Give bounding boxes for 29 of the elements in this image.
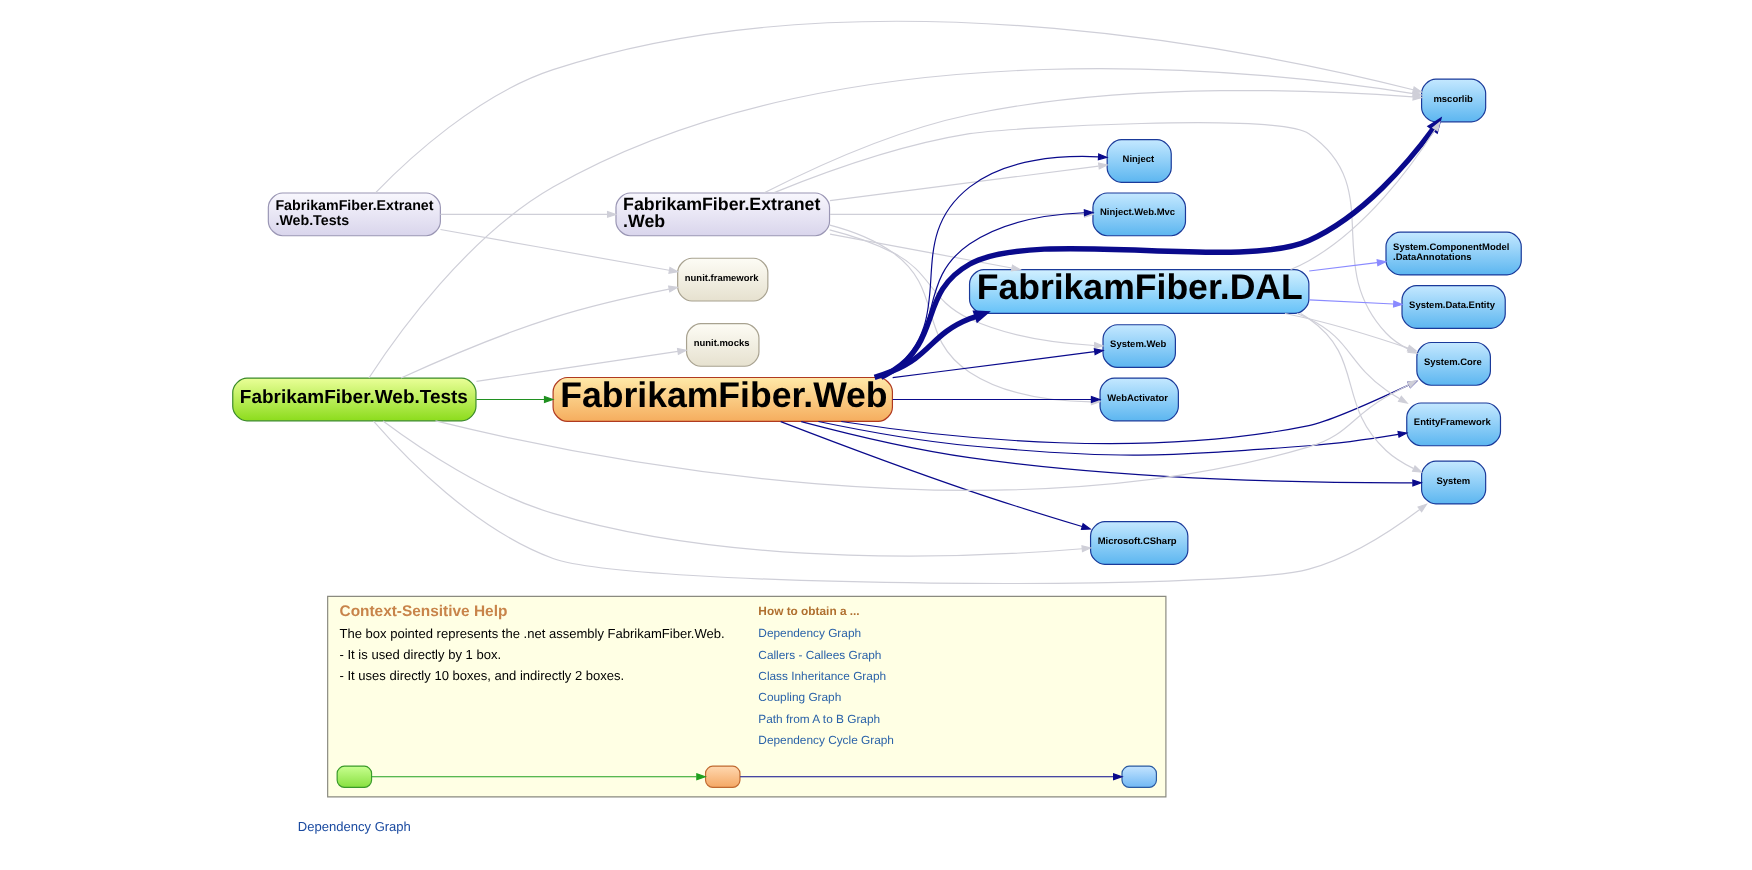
arrow bbox=[828, 229, 1104, 350]
arrow bbox=[828, 233, 1021, 272]
arrow bbox=[1295, 312, 1408, 404]
arrow bbox=[828, 162, 1108, 202]
node-box bbox=[1120, 765, 1156, 789]
arrow bbox=[1307, 299, 1403, 308]
node-box: FabrikamFiber.Extranet .Web bbox=[614, 192, 830, 237]
arrow bbox=[738, 773, 1123, 781]
arrow bbox=[872, 310, 990, 380]
node-box: FabrikamFiber.DAL bbox=[967, 268, 1309, 315]
arrow bbox=[438, 210, 617, 219]
arrow bbox=[438, 228, 679, 274]
arrow bbox=[799, 420, 1422, 487]
arrow bbox=[370, 773, 706, 781]
arrow bbox=[474, 395, 554, 404]
arrow bbox=[381, 420, 1092, 557]
arrow bbox=[891, 348, 1104, 379]
node-box bbox=[703, 765, 740, 789]
node-box: FabrikamFiber.Web bbox=[551, 376, 892, 422]
arrow bbox=[779, 421, 1091, 531]
arrow bbox=[878, 116, 1442, 380]
arrow bbox=[816, 420, 1408, 456]
arrow bbox=[399, 285, 679, 379]
arrow bbox=[1307, 259, 1387, 272]
node-box bbox=[335, 765, 372, 789]
arrow bbox=[1289, 120, 1440, 271]
arrow bbox=[474, 347, 687, 383]
arrow bbox=[371, 420, 1427, 585]
node-box: FabrikamFiber.Web.Tests bbox=[231, 377, 476, 422]
